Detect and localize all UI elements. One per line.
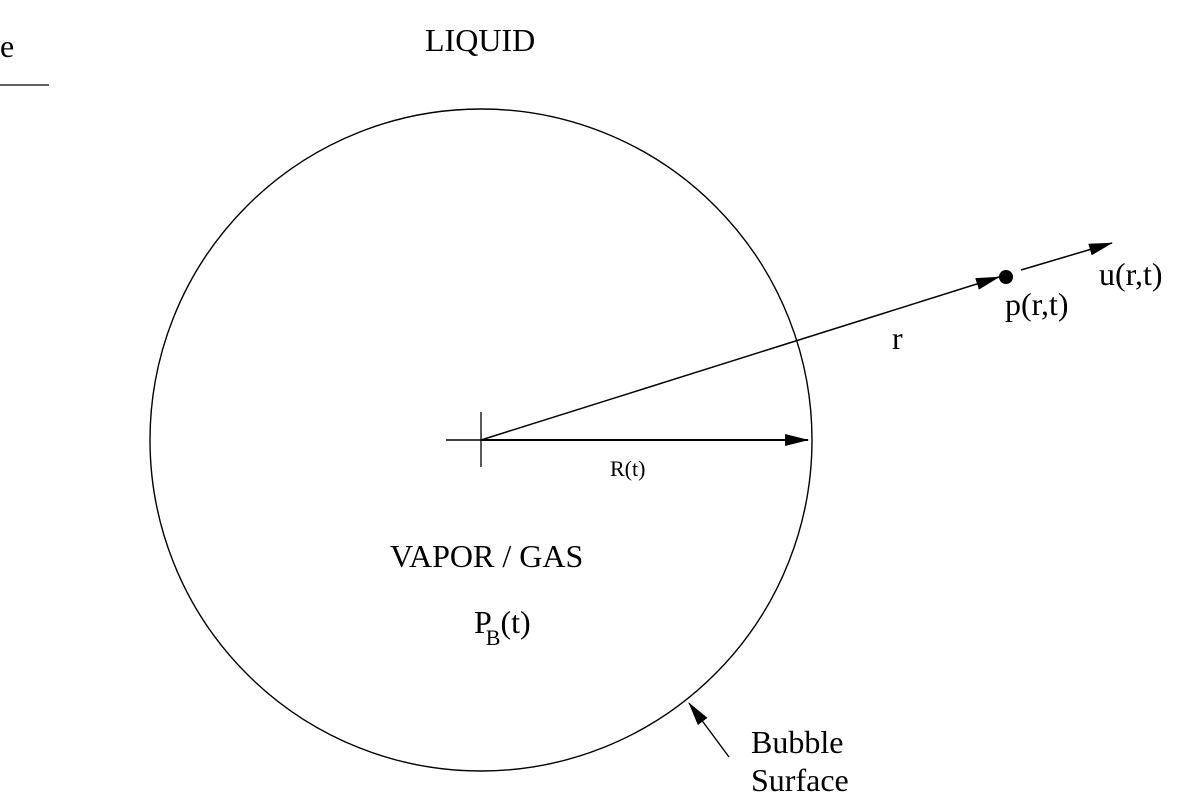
bubble-pressure-label: PB(t) — [474, 604, 531, 649]
velocity-label: u(r,t) — [1099, 256, 1163, 292]
bubble-pressure-main: P — [474, 604, 492, 640]
bubble-surface-circle — [149, 108, 813, 772]
liquid-label: LIQUID — [425, 22, 536, 58]
field-point-dot — [999, 270, 1013, 284]
point-pressure-label: p(r,t) — [1005, 286, 1069, 322]
corner-fragment-label: e — [0, 28, 15, 64]
surface-pointer-arrow — [688, 702, 730, 758]
vapor-gas-label: VAPOR / GAS — [390, 538, 584, 574]
surface-label-line2: Surface — [751, 762, 849, 798]
radial-distance-label: r — [892, 320, 903, 356]
bubble-pressure-suffix: (t) — [500, 604, 531, 640]
radial-distance-arrow — [480, 276, 1000, 441]
surface-label-line1: Bubble — [751, 724, 844, 760]
radius-label: R(t) — [610, 456, 646, 481]
velocity-arrow — [1020, 242, 1113, 271]
bubble-pressure-subscript: B — [485, 625, 501, 650]
